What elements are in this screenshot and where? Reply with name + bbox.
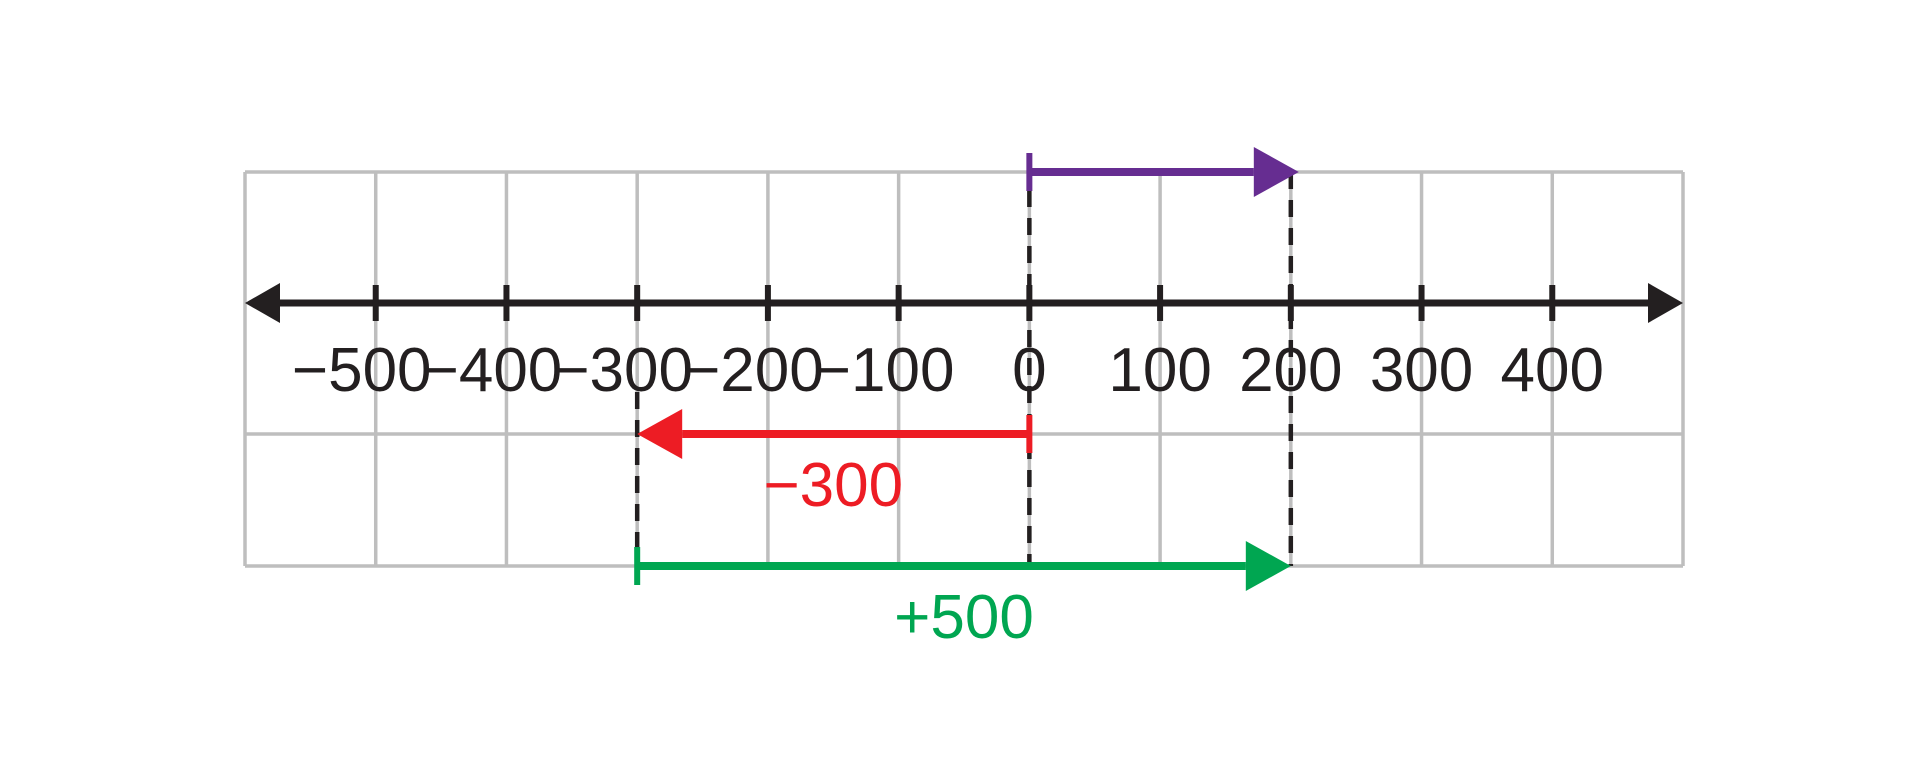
tick-label: 200 <box>1239 336 1342 405</box>
axis-left-arrowhead <box>245 283 280 323</box>
number-line-axis <box>245 283 1683 323</box>
operation-arrows: −300 +500 <box>634 147 1299 652</box>
tick-label: −400 <box>423 336 563 405</box>
arrow-green-head <box>1245 541 1291 591</box>
arrow-red-head <box>637 409 683 459</box>
dashed-guides <box>634 162 1294 566</box>
tick-label: −500 <box>292 336 432 405</box>
tick-label: −100 <box>815 336 955 405</box>
tick-label: −200 <box>684 336 824 405</box>
tick-label: 0 <box>1012 336 1046 405</box>
tick-label: 100 <box>1108 336 1211 405</box>
arrow-red-label: −300 <box>763 451 903 520</box>
arrow-green-label: +500 <box>894 583 1034 652</box>
tick-label: 400 <box>1501 336 1604 405</box>
tick-label: −300 <box>553 336 693 405</box>
axis-right-arrowhead <box>1648 283 1683 323</box>
tick-labels: −500−400−300−200−100 0 100 200 300 400 <box>292 336 1604 405</box>
arrow-purple-head <box>1253 147 1299 197</box>
tick-label: 300 <box>1370 336 1473 405</box>
